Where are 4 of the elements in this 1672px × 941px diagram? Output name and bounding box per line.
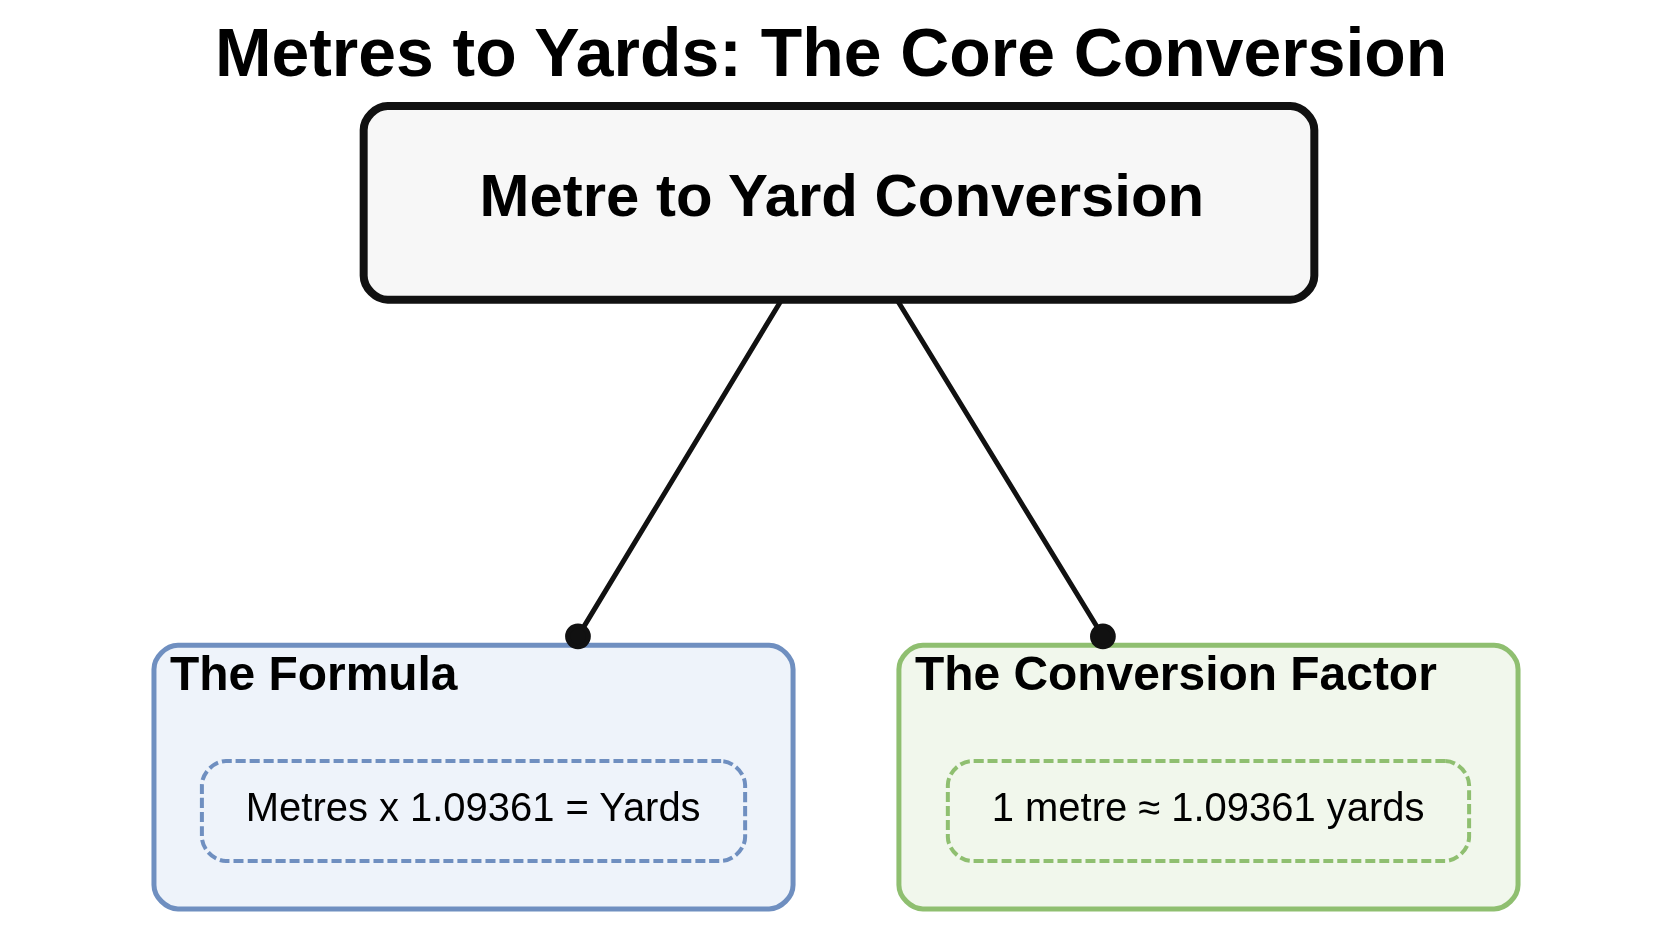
node-box: Metres x 1.09361 = Yards (199, 759, 748, 863)
diagram-title: Metres to Yards: The Core Conversion (214, 15, 1448, 91)
node-box: Metre to Yard Conversion (359, 102, 1319, 304)
node-box: 1 metre ≈ 1.09361 yards (945, 759, 1472, 863)
